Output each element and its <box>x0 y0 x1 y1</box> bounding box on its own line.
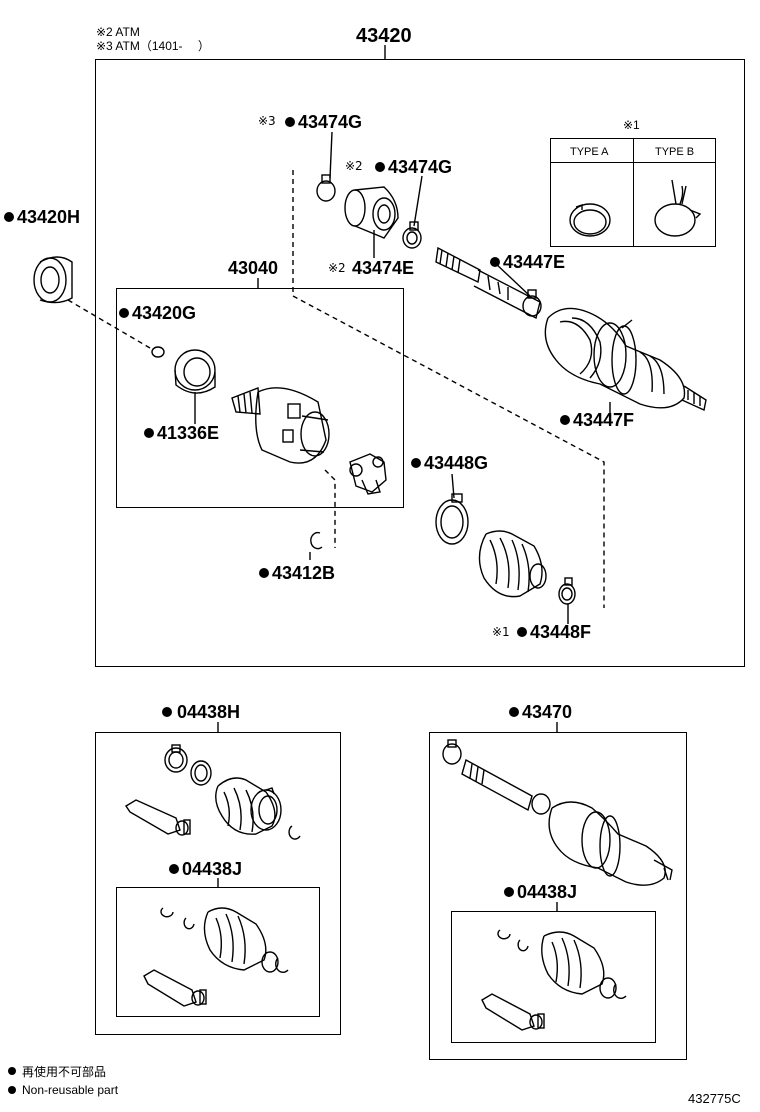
legend-english: Non-reusable part <box>22 1083 119 1097</box>
clamp-43474G-2 <box>402 221 422 249</box>
leader-43448G <box>451 473 455 499</box>
label-43447F[interactable]: 43447F <box>573 410 635 430</box>
label-43474G-3[interactable]: 43474G <box>298 112 363 132</box>
ring-41336E <box>174 349 216 394</box>
joint-housing-drawing <box>231 387 330 464</box>
clamp-43448F <box>558 577 576 605</box>
dashed-line-oil-seal <box>67 299 151 349</box>
assembly-43470-frame <box>429 732 687 1060</box>
kit-04438H-clamps <box>164 744 212 786</box>
clamp-43474G-3 <box>316 174 336 202</box>
snap-ring-43412B <box>310 531 323 550</box>
assembly-43470-parts <box>442 739 673 886</box>
label-43447E[interactable]: 43447E <box>503 252 566 272</box>
type-table-marker: ※1 <box>623 118 640 132</box>
label-43040[interactable]: 43040 <box>228 258 279 278</box>
outer-boot-drawing <box>544 307 707 412</box>
inner-boot-drawing <box>478 530 547 598</box>
label-43420G[interactable]: 43420G <box>132 303 197 323</box>
label-04438J-left[interactable]: 04438J <box>182 859 243 879</box>
prefix-43448F: ※1 <box>492 625 510 639</box>
drive-shaft-drawing <box>435 246 542 320</box>
label-43448G[interactable]: 43448G <box>424 453 489 473</box>
label-43474E[interactable]: 43474E <box>352 258 415 278</box>
leader-43474G-3 <box>329 131 333 179</box>
note-atm-2: ※2 ATM <box>96 25 140 39</box>
note-atm-3: ※3 ATM（1401- ） <box>96 39 210 53</box>
tripod-drawing <box>349 453 387 495</box>
type-a-clamp <box>569 203 611 237</box>
label-43474G-2[interactable]: 43474G <box>388 157 453 177</box>
damper-43474E <box>344 186 399 239</box>
non-reusable-bullets <box>4 117 570 1094</box>
label-43448F[interactable]: 43448F <box>530 622 592 642</box>
leader-43447E <box>493 261 531 297</box>
prefix-43474G-3: ※3 <box>258 114 276 128</box>
kit-04438J-right-frame <box>451 911 656 1043</box>
type-table-header-line <box>550 162 716 163</box>
label-43470[interactable]: 43470 <box>522 702 573 722</box>
kit-04438H-boot <box>215 777 301 840</box>
type-table-divider <box>633 138 634 247</box>
kit-04438H-grease <box>125 799 191 836</box>
main-assembly-frame <box>95 59 745 667</box>
type-b-clamp <box>654 179 702 237</box>
label-43412B[interactable]: 43412B <box>272 563 336 583</box>
legend-japanese: 再使用不可部品 <box>22 1065 107 1079</box>
leader-43474G-2 <box>413 175 423 227</box>
label-41336E[interactable]: 41336E <box>157 423 220 443</box>
prefix-43474G-2: ※2 <box>345 159 363 173</box>
main-assembly-number[interactable]: 43420 <box>356 25 412 47</box>
label-04438H[interactable]: 04438H <box>177 702 241 722</box>
prefix-43474E: ※2 <box>328 261 346 275</box>
kit-04438J-right-parts <box>481 929 627 1031</box>
clamp-43448G <box>435 493 469 545</box>
label-04438J-right[interactable]: 04438J <box>517 882 578 902</box>
dashed-line-snap-ring <box>324 469 336 548</box>
kit-04438H-frame <box>95 732 341 1035</box>
oil-seal-drawing <box>33 256 73 304</box>
dashed-assembly-line <box>292 170 605 608</box>
type-a-header: TYPE A <box>570 146 609 158</box>
snap-ring-43420G <box>151 346 165 358</box>
kit-04438J-left-parts <box>143 907 289 1007</box>
kit-04438J-left-frame <box>116 887 320 1017</box>
label-43420H[interactable]: 43420H <box>17 207 81 227</box>
figure-id: 432775C <box>688 1091 741 1106</box>
sub-assembly-43040-frame <box>116 288 404 508</box>
type-b-header: TYPE B <box>655 146 695 158</box>
